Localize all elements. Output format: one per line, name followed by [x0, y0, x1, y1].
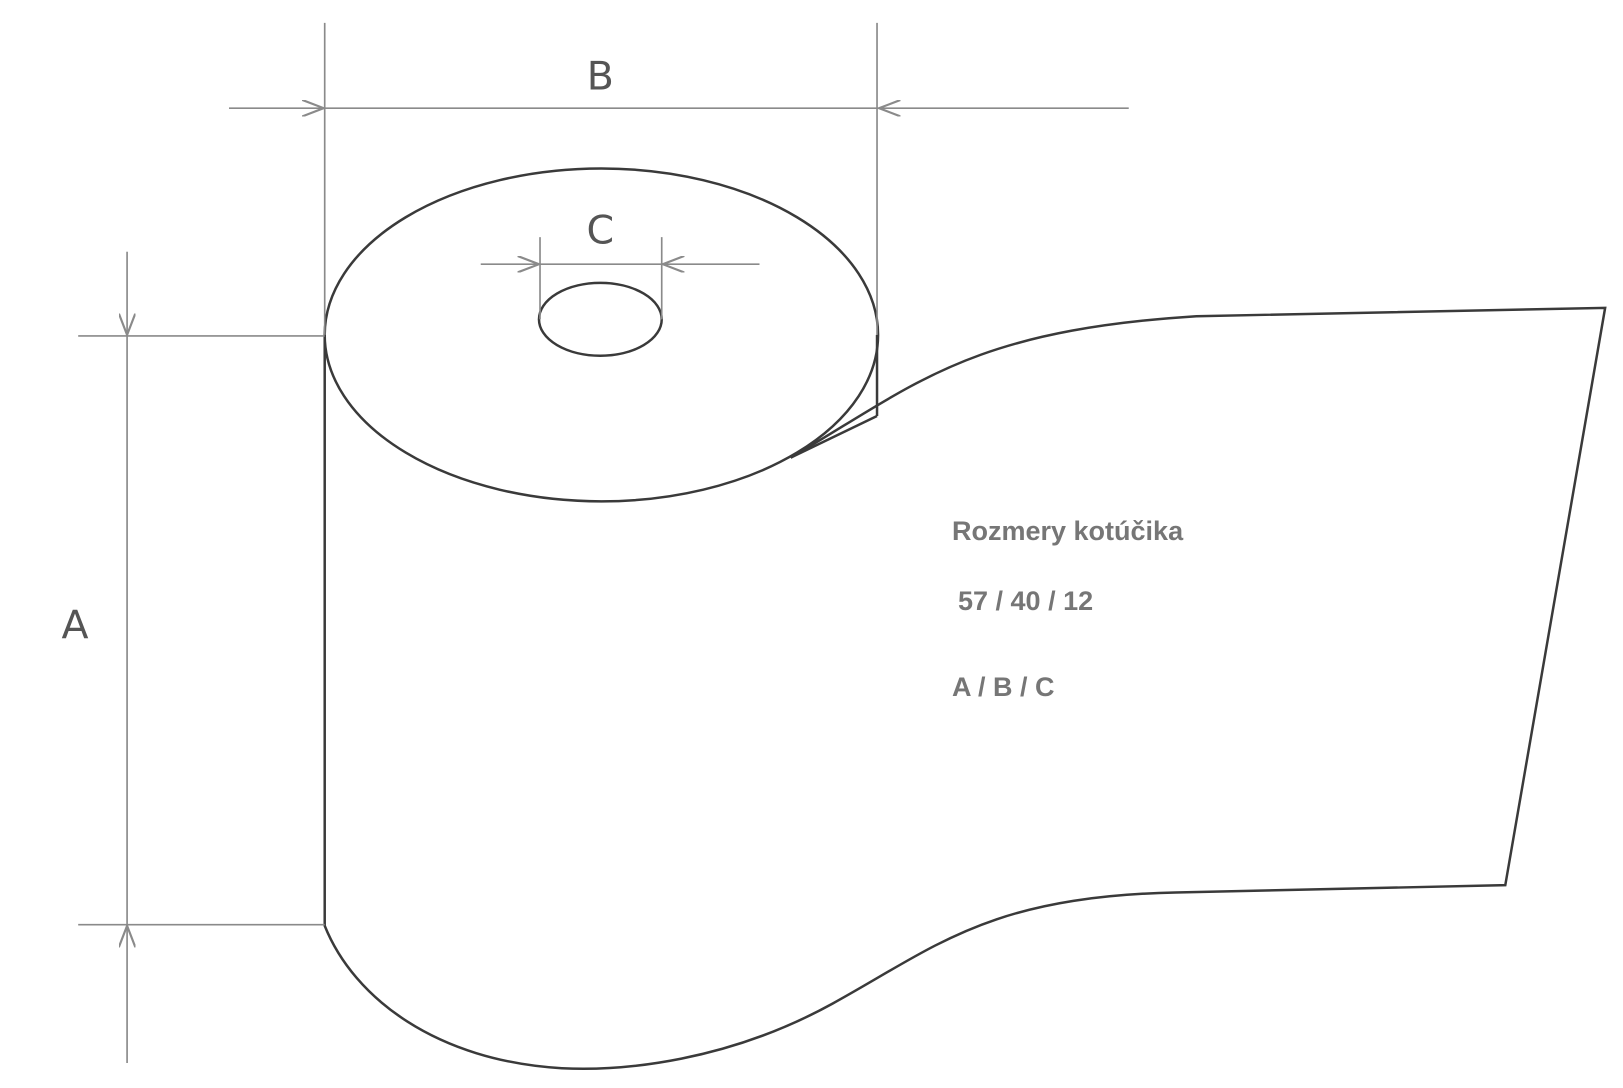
note-legend: A / B / C — [952, 672, 1055, 702]
dimension-a: A — [62, 251, 325, 1064]
roll-core-ellipse — [537, 281, 663, 357]
label-b: B — [587, 53, 614, 99]
dimension-b: B — [229, 22, 1129, 335]
label-a: A — [62, 603, 89, 649]
label-c: C — [587, 207, 615, 253]
note-values: 57 / 40 / 12 — [958, 586, 1094, 616]
sheet-fold — [790, 414, 878, 459]
dimension-c: C — [480, 207, 760, 320]
paper-sheet — [323, 306, 1607, 1070]
note-title: Rozmery kotúčika — [952, 516, 1184, 546]
